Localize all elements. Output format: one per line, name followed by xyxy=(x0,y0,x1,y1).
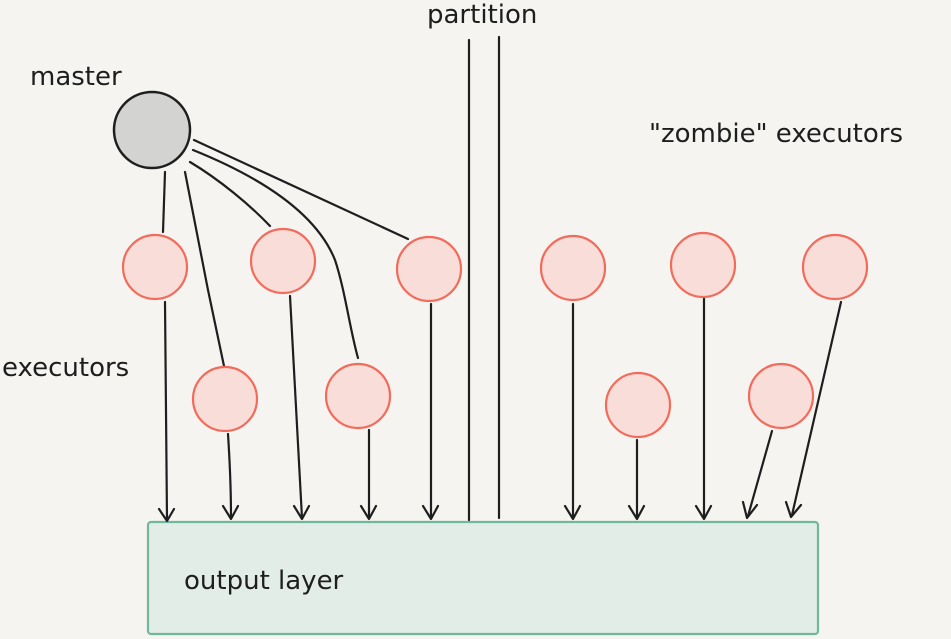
executor-arrows-left xyxy=(157,294,440,523)
arrow-exec-4-head xyxy=(359,504,378,521)
arrow-zombie-5-head xyxy=(784,500,803,519)
arrow-zombie-4 xyxy=(746,429,774,518)
zombie-executor-node xyxy=(801,233,869,301)
arrow-exec-1 xyxy=(163,300,169,522)
zombie-executor-nodes xyxy=(539,231,869,439)
arrow-exec-3-head xyxy=(292,504,311,521)
arrow-exec-3 xyxy=(288,294,304,520)
zombie-executor-node xyxy=(747,362,815,430)
master-link-4 xyxy=(191,148,360,360)
partition-label: partition xyxy=(427,0,537,30)
master-label: master xyxy=(30,62,122,92)
arrow-exec-5-head xyxy=(421,504,440,521)
zombie-executors-label: "zombie" executors xyxy=(649,119,903,149)
master-link-5 xyxy=(192,138,410,241)
executor-arrows-right xyxy=(563,295,843,521)
arrow-zombie-5 xyxy=(790,300,843,517)
executor-node xyxy=(121,233,189,301)
executor-node xyxy=(249,227,317,295)
master-link-3 xyxy=(188,160,272,228)
arrow-exec-2 xyxy=(226,432,233,520)
master-node xyxy=(112,90,192,170)
arrow-zombie-1-head xyxy=(563,504,582,521)
arrow-zombie-4-head xyxy=(741,500,759,520)
master-link-1 xyxy=(161,170,167,234)
arrow-exec-1-head xyxy=(157,507,176,523)
master-links xyxy=(161,138,410,368)
executor-node xyxy=(324,362,392,430)
zombie-executor-node xyxy=(604,371,672,439)
output-layer-label: output layer xyxy=(184,566,344,596)
executor-node xyxy=(191,365,259,433)
master-link-2 xyxy=(183,170,226,368)
zombie-executor-node xyxy=(539,234,607,302)
arrow-exec-2-head xyxy=(221,504,240,521)
output-layer-box xyxy=(146,520,820,636)
executor-nodes xyxy=(121,227,463,433)
executors-label: executors xyxy=(2,353,129,383)
executor-node xyxy=(395,235,463,303)
zombie-executor-node xyxy=(669,231,737,299)
arrow-zombie-2-head xyxy=(627,504,646,521)
arrow-zombie-3-head xyxy=(694,504,713,521)
